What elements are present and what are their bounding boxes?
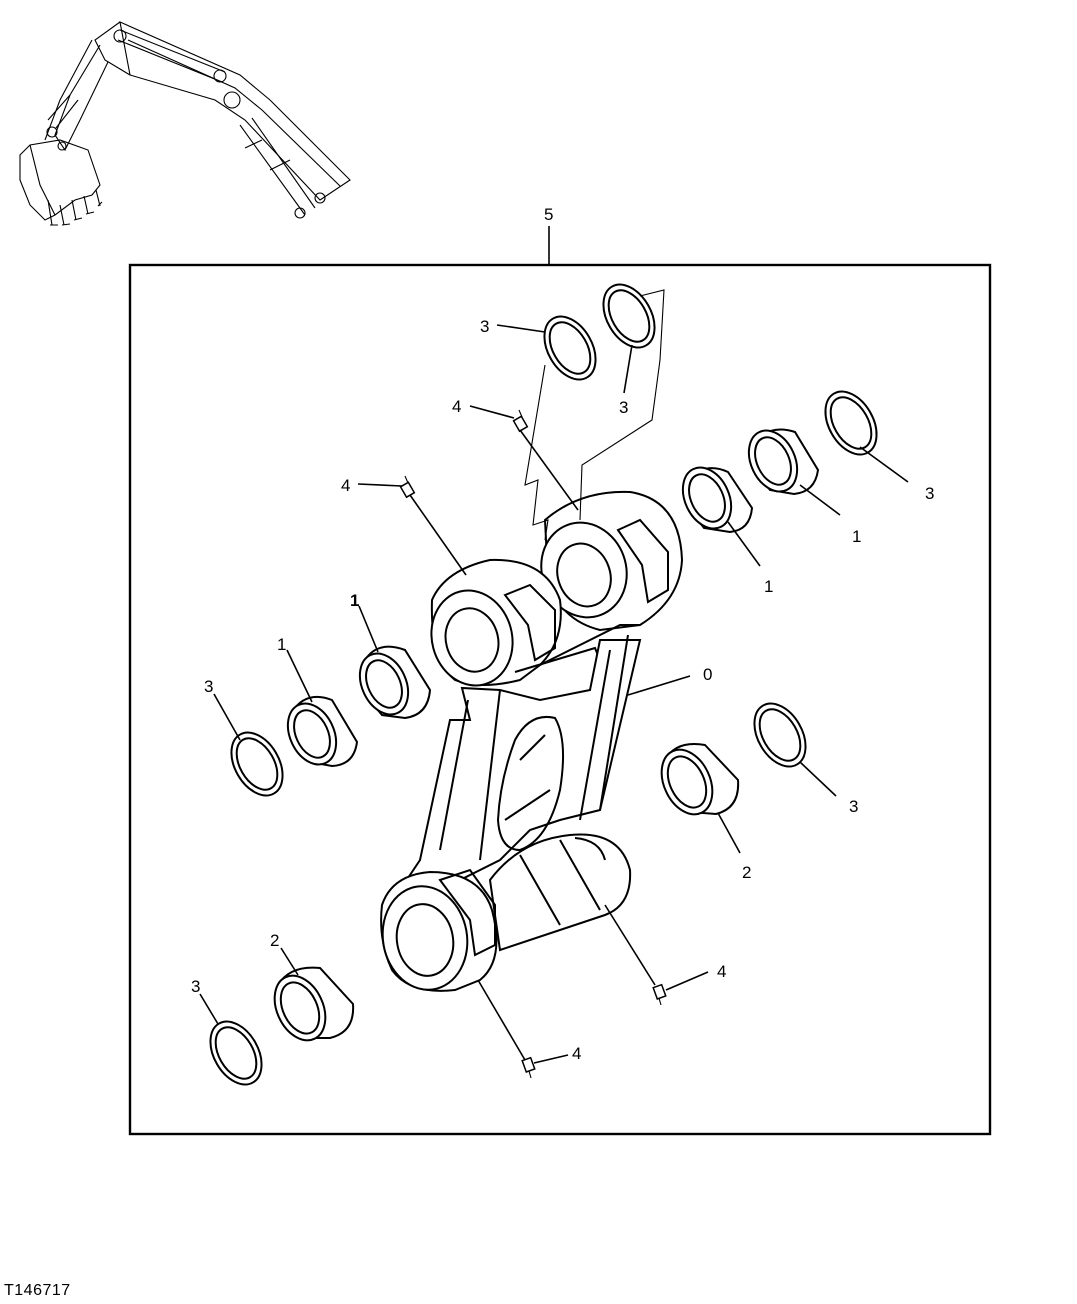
callout-fitting-bottom-center: 4	[572, 1044, 581, 1063]
fitting-upper-left	[399, 475, 416, 499]
callout-seal-top-left: 3	[480, 317, 489, 336]
callout-bushing-right-inner: 1	[764, 577, 773, 596]
link-body	[380, 490, 684, 992]
callout-fitting-upper-left: 4	[341, 476, 350, 495]
seal-left-upper	[230, 731, 284, 797]
bushing-right-lower	[660, 743, 740, 816]
fitting-bottom-center	[521, 1056, 536, 1079]
excavator-locator-illustration	[19, 21, 351, 226]
callout-seal-bottom-left: 3	[191, 977, 200, 996]
seal-top-left	[543, 315, 597, 381]
seal-top-right	[602, 283, 656, 349]
seal-bottom-left	[209, 1020, 263, 1086]
callout-bushing-left-inner: 1	[350, 591, 359, 610]
callout-bushing-left-outer: 1	[277, 635, 286, 654]
callout-seal-right-lower: 3	[849, 797, 858, 816]
callout-fitting-lower-right: 4	[717, 962, 726, 981]
break-lines	[524, 289, 665, 541]
callout-assembly: 5	[544, 205, 553, 224]
callout-bushing-right-lower: 2	[742, 863, 751, 882]
leader-lines	[199, 324, 909, 1064]
callout-seal-left-upper: 3	[204, 677, 213, 696]
callout-fitting-top-center: 4	[452, 397, 461, 416]
fitting-lower-right	[652, 983, 667, 1006]
figure-id: T146717	[4, 1282, 71, 1299]
fitting-top-center	[512, 409, 529, 433]
callout-bushing-lower-left: 2	[270, 931, 279, 950]
seal-right-upper	[824, 390, 878, 456]
assembly-frame	[128, 226, 992, 1136]
callout-link: 0	[703, 665, 712, 684]
bushing-upper-right-inner	[681, 466, 754, 534]
callout-seal-top-right: 3	[619, 398, 628, 417]
bushing-upper-left-inner	[358, 645, 432, 720]
bushing-upper-right-outer	[747, 428, 820, 496]
bushing-upper-left-outer	[286, 696, 359, 768]
callout-bushing-right-outer: 1	[852, 527, 861, 546]
seal-right-lower	[753, 702, 807, 768]
callout-seal-right-upper: 3	[925, 484, 934, 503]
bushing-lower-left	[273, 966, 355, 1042]
